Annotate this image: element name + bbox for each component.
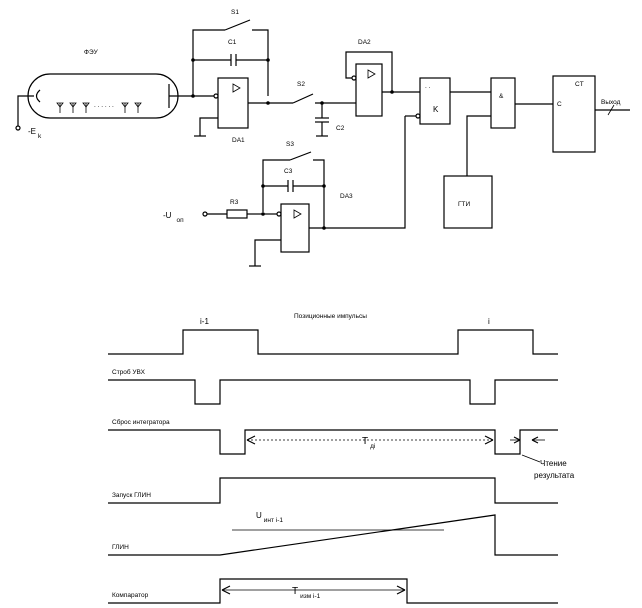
start-glin-label: Запуск ГЛИН [112, 492, 151, 499]
i-prev-label: i-1 [200, 317, 209, 326]
position-pulses-label: Позиционные импульсы [294, 313, 367, 320]
switch-s1 [224, 19, 251, 31]
glin-trace [108, 514, 558, 556]
read-result-label-1: Чтение [540, 459, 567, 468]
strobe-trace [108, 379, 558, 405]
start-glin-trace [108, 477, 558, 504]
r3-label: R3 [230, 199, 239, 206]
generator-gti [443, 175, 493, 229]
c1-label: C1 [228, 39, 237, 46]
da1-label: DA1 [232, 137, 245, 144]
opamp-da2 [355, 63, 383, 117]
strobe-label: Строб УВХ [112, 368, 146, 376]
comparator-trace [108, 578, 558, 604]
pmt-dots: . . . . . . [94, 102, 114, 109]
uon-label: -Uоп [163, 211, 184, 224]
comparator-label: Компаратор [112, 592, 149, 599]
switch-s2 [292, 93, 314, 104]
and-gate [490, 77, 516, 129]
ek-label: -Ek [28, 127, 42, 140]
c2-label: C2 [336, 125, 345, 132]
switch-s3 [289, 151, 312, 161]
s3-label: S3 [286, 141, 294, 148]
counter-ct [552, 75, 596, 153]
ct-label: CT [575, 81, 584, 88]
s2-label: S2 [297, 81, 305, 88]
da2-label: DA2 [358, 39, 371, 46]
comparator-k [419, 77, 451, 125]
reset-label: Сброс интегратора [112, 418, 170, 426]
i-cur-label: i [488, 317, 490, 326]
pmt [27, 73, 179, 119]
glin-label: ГЛИН [112, 544, 129, 551]
gti-label: ГТИ [458, 201, 470, 208]
k-dots: . . [425, 83, 431, 90]
k-label: K [433, 105, 439, 114]
c-input-label: C [557, 101, 562, 108]
s1-label: S1 [231, 9, 239, 16]
opamp-da3 [280, 203, 310, 253]
da3-label: DA3 [340, 193, 353, 200]
reset-trace [108, 429, 558, 455]
and-symbol: & [499, 93, 504, 100]
position-pulses-trace [108, 329, 558, 355]
c3-label: C3 [284, 168, 293, 175]
resistor-r3 [226, 209, 248, 219]
u-int-label: Uинт i-1 [256, 511, 283, 524]
read-result-label-2: результата [534, 471, 575, 480]
output-label: Выход [601, 99, 621, 106]
pmt-label: ФЭУ [84, 49, 99, 56]
